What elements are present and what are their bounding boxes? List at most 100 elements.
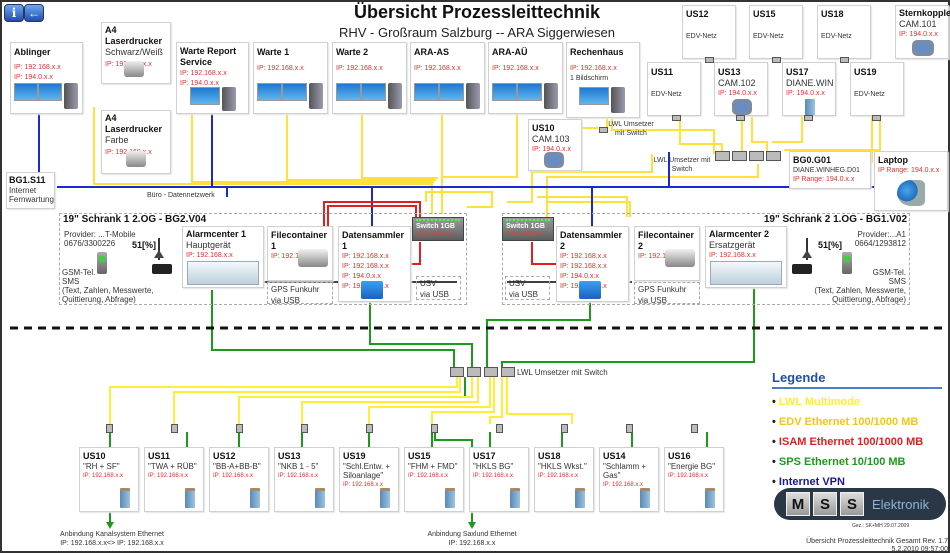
alarmcenter-2[interactable]: Alarmcenter 2 Ersatzgerät IP: 192.168.x.… [705, 226, 787, 288]
filecontainer-1[interactable]: Filecontainer 1 IP: 192.168.x.x [267, 226, 333, 281]
gsm-modem-icon [152, 264, 172, 274]
dual-monitor-workstation-icon [257, 83, 325, 111]
filecontainer-2[interactable]: Filecontainer 2 IP: 192.168.x.x [634, 226, 700, 281]
station-sternkoppler[interactable]: Sternkoppler CAM.101 IP: 194.0.x.x [895, 5, 950, 59]
converter-switch-icon [467, 367, 481, 377]
legend-item: EDV Ethernet 100/1000 MB [772, 412, 942, 432]
station-us18[interactable]: US18 EDV-Netz [817, 5, 871, 59]
converter-icon [106, 424, 113, 433]
station-us19[interactable]: US19 EDV-Netz [850, 62, 904, 116]
dual-monitor-workstation-icon [492, 83, 560, 111]
alarmcenter-1[interactable]: Alarmcenter 1 Hauptgerät IP: 192.168.x.x [182, 226, 264, 288]
plc-station-us17[interactable]: US17 "HKLS BG" IP: 192.168.x.x [469, 447, 529, 512]
dual-monitor-workstation-icon [414, 83, 482, 111]
plc-module-icon [380, 488, 390, 508]
station-us12[interactable]: US12 EDV-Netz [682, 5, 736, 59]
station-bg0-g01[interactable]: BG0.G01 DIANE.WINHEG.D01 IP Range: 194.0… [789, 151, 871, 189]
switch-1gb-2[interactable]: Switch 1GB 192.168.x.x [502, 217, 554, 241]
gps-clock-1: GPS Funkuhr via USB [267, 282, 333, 305]
converter-icon [736, 115, 745, 121]
plc-module-icon [185, 488, 195, 508]
station-laserdrucker-farbe[interactable]: A4 Laserdrucker Farbe IP: 192.168.x.x [101, 110, 171, 174]
plc-station-us13[interactable]: US13 "NKB 1 - 5" IP: 192.168.x.x [274, 447, 334, 512]
camera-icon [912, 40, 934, 56]
plc-module-icon [705, 488, 715, 508]
mobile-phone-icon [97, 252, 107, 274]
plc-module-icon [445, 488, 455, 508]
converter-icon [599, 127, 608, 133]
legend-title: Legende [772, 370, 942, 389]
converter-icon [872, 115, 881, 121]
converter-icon [301, 424, 308, 433]
datensammler-1[interactable]: Datensammler 1 IP: 192.168.x.x IP: 192.1… [338, 226, 411, 302]
workstation-icon [190, 87, 240, 113]
back-arrow-icon[interactable]: ← [24, 4, 44, 22]
station-us15[interactable]: US15 EDV-Netz [749, 5, 803, 59]
usv-2: USV via USB [505, 276, 550, 300]
dual-monitor-workstation-icon [336, 83, 404, 111]
station-us13[interactable]: US13 CAM.102 IP: 194.0.x.x [714, 62, 768, 116]
plc-module-icon [315, 488, 325, 508]
signal-strength: 51[%] [818, 240, 843, 250]
alarm-device-icon [710, 261, 782, 285]
info-icon[interactable]: i [4, 4, 24, 22]
dual-monitor-workstation-icon [14, 83, 80, 111]
plc-module-icon [640, 488, 650, 508]
station-us17[interactable]: US17 DIANE.WIN IP: 194.0.x.x [782, 62, 836, 116]
station-rechenhaus[interactable]: Rechenhaus IP: 192.168.x.x 1 Bildschirm [566, 42, 640, 118]
converter-switch-icon [715, 151, 730, 161]
plc-station-us18[interactable]: US18 "HKLS Wkst." IP: 192.168.x.x [534, 447, 594, 512]
converter-icon [772, 57, 781, 63]
converter-label-mid: LWL Umsetzer mit Switch [653, 157, 711, 173]
converter-icon [236, 424, 243, 433]
plc-station-us19[interactable]: US19 "Schl.Entw. + Siloanlage" IP: 192.1… [339, 447, 399, 512]
station-ara-au[interactable]: ARA-AÜ IP: 192.168.x.x [488, 42, 563, 114]
station-laptop[interactable]: Laptop IP Range: 194.0.x.x [874, 151, 948, 211]
converter-icon [496, 424, 503, 433]
pc-icon [579, 281, 601, 299]
station-laserdrucker-sw[interactable]: A4 Laserdrucker Schwarz/Weiß IP: 192.168… [101, 22, 171, 84]
cabinet-2-title: 19" Schrank 2 1.OG - BG1.V02 [763, 214, 907, 225]
antenna-icon [802, 238, 812, 260]
page-title: Übersicht Prozessleittechnik [353, 2, 601, 22]
plc-station-us11[interactable]: US11 "TWA + RÜB" IP: 192.168.x.x [144, 447, 204, 512]
converter-label-bottom: LWL Umsetzer mit Switch [517, 368, 608, 377]
page-subtitle: RHV - Großraum Salzburg -- ARA Siggerwie… [339, 25, 615, 40]
station-bg1-s11[interactable]: BG1.S11 Internet Fernwartung [6, 172, 55, 209]
station-ara-as[interactable]: ARA-AS IP: 192.168.x.x [410, 42, 485, 114]
plc-station-us16[interactable]: US16 "Energie BG" IP: 192.168.x.x [664, 447, 724, 512]
gsm-modem-icon [792, 264, 812, 274]
datensammler-2[interactable]: Datensammler 2 IP: 192.168.x.x IP: 192.1… [556, 226, 629, 302]
gps-clock-2: GPS Funkuhr via USB [634, 282, 700, 305]
converter-icon [366, 424, 373, 433]
drawn-by: Gez.: SK+MH 29.07.2009 [852, 523, 910, 529]
converter-switch-icon [732, 151, 747, 161]
printer-icon [126, 151, 146, 167]
converter-switch-icon [484, 367, 498, 377]
converter-switch-icon [501, 367, 515, 377]
station-warte-report-service[interactable]: Warte Report Service IP: 192.168.x.x IP:… [176, 42, 249, 114]
station-us11[interactable]: US11 EDV-Netz [647, 62, 701, 116]
kanal-arrow-icon [106, 522, 114, 529]
plc-module-icon [805, 99, 815, 115]
station-us10-cam[interactable]: US10 CAM.103 IP: 194.0.x.x [528, 119, 582, 171]
kanal-link-label: Anbindung Kanalsystem Ethernet IP: 192.1… [60, 531, 164, 547]
lwl-lines [109, 374, 573, 424]
converter-icon [672, 115, 681, 121]
station-warte-2[interactable]: Warte 2 IP: 192.168.x.x [332, 42, 407, 114]
plc-station-us12[interactable]: US12 "BB-A+BB-B" IP: 192.168.x.x [209, 447, 269, 512]
converter-icon [691, 424, 698, 433]
plc-station-us15[interactable]: US15 "FHM + FMD" IP: 192.168.x.x [404, 447, 464, 512]
camera-icon [732, 99, 752, 115]
plc-station-us10[interactable]: US10 "RH + SF" IP: 192.168.x.x [79, 447, 139, 512]
antenna-icon [154, 238, 164, 260]
footer-doc: Übersicht Prozessleittechnik Gesamt Rev.… [806, 538, 948, 553]
plc-module-icon [575, 488, 585, 508]
network-label: Büro - Datennetzwerk [147, 192, 215, 199]
switch-1gb-1[interactable]: Switch 1GB 192.168.x.x [412, 217, 464, 241]
station-ablinger[interactable]: Ablinger IP: 192.168.x.x IP: 194.0.x.x [10, 42, 83, 114]
printer-icon [124, 61, 144, 77]
usv-1: USV via USB [416, 276, 461, 300]
station-warte-1[interactable]: Warte 1 IP: 192.168.x.x [253, 42, 328, 114]
plc-station-us14[interactable]: US14 "Schlamm + Gas" IP: 192.168.x.x [599, 447, 659, 512]
